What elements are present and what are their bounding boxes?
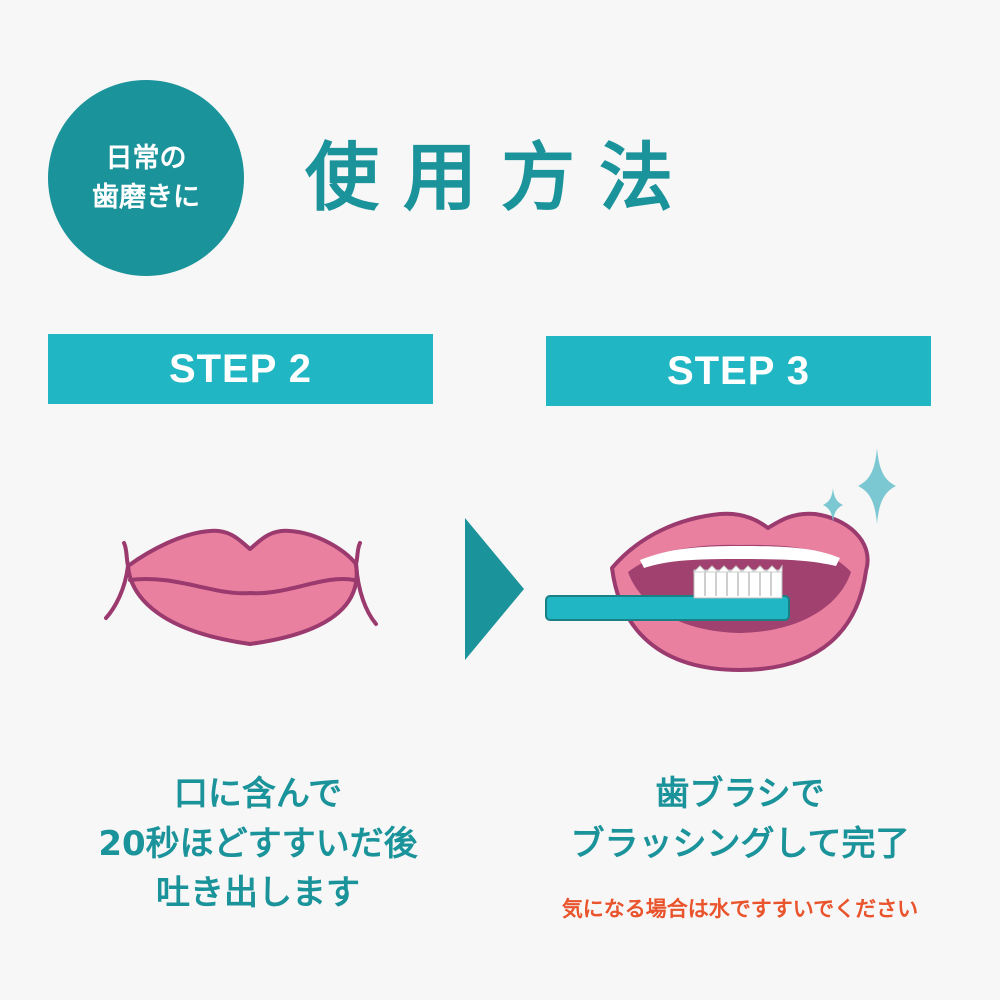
step-3-header: STEP 3 [546,336,931,406]
step-2-header: STEP 2 [48,334,433,404]
badge-line-2: 歯磨きに [92,182,200,213]
step-3-line-2: ブラッシングして完了 [570,823,910,864]
step-3-line-1: 歯ブラシで [655,774,825,814]
step-2-description: 口に含んで 20秒ほどすすいだ後 吐き出します [48,770,468,919]
step-2-line-2: 20秒ほどすすいだ後 [98,823,418,864]
badge-line-1: 日常の [105,142,187,174]
step-3-description: 歯ブラシで ブラッシングして完了 [515,770,965,869]
badge: 日常の 歯磨きに [48,80,244,276]
step-3-note: 気になる場合は水ですすいでください [561,897,919,921]
step-2-line-1: 口に含んで [173,774,343,814]
step-2-line-3: 吐き出します [156,873,360,914]
page-title: 使用方法 [305,135,697,221]
